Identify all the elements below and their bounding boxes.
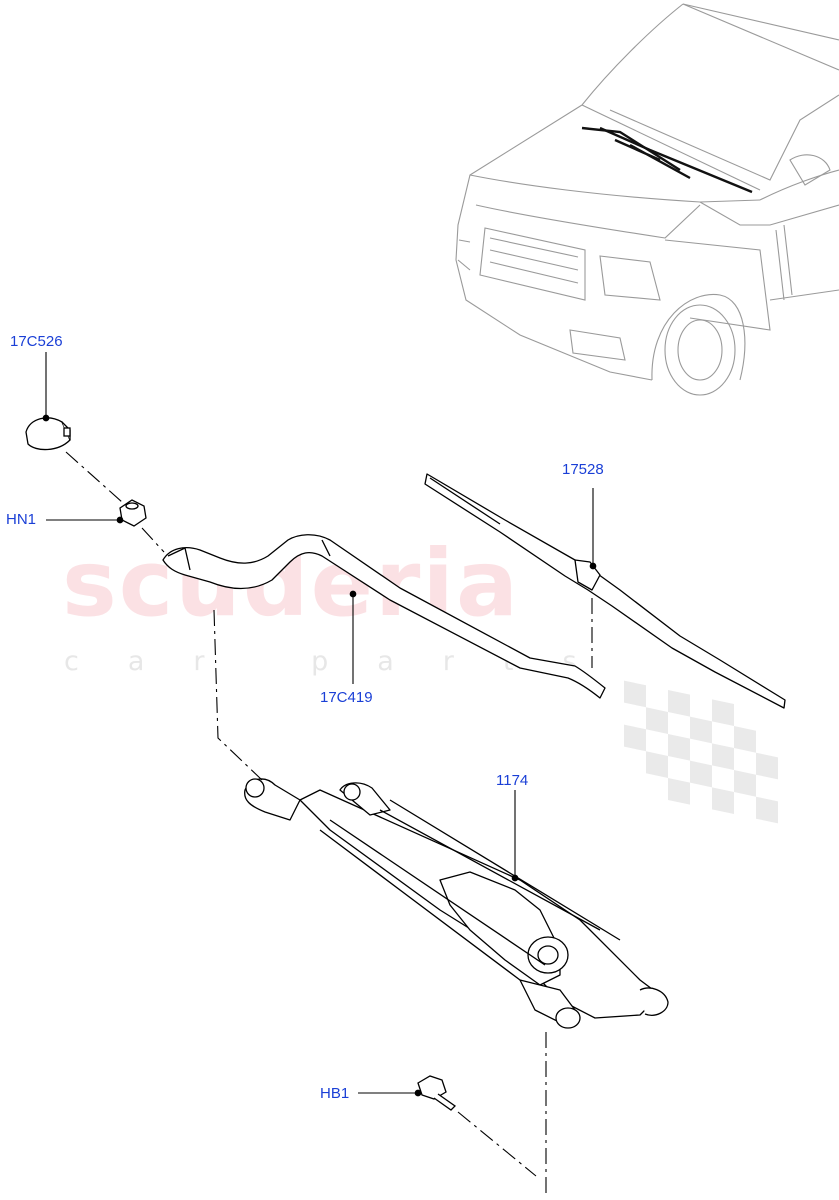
bolt — [417, 1075, 457, 1111]
callout-17528[interactable]: 17528 — [562, 461, 604, 478]
callout-17C526[interactable]: 17C526 — [10, 333, 63, 350]
wiper-linkage-motor — [244, 778, 669, 1029]
wiper-blade — [424, 473, 786, 709]
callout-HN1[interactable]: HN1 — [6, 511, 37, 528]
callout-HB1[interactable]: HB1 — [320, 1085, 350, 1102]
vehicle-wiper-highlight — [581, 126, 753, 194]
vehicle-illustration — [455, 3, 839, 396]
watermark-checker-flag — [624, 680, 778, 824]
leader-lines — [42, 352, 597, 1097]
nut — [119, 499, 147, 527]
callout-17C419[interactable]: 17C419 — [320, 689, 373, 706]
wiper-arm — [162, 534, 606, 699]
alignment-lines — [65, 451, 593, 1198]
wiper-arm-cap — [25, 417, 71, 451]
callout-1174[interactable]: 1174 — [496, 772, 529, 789]
